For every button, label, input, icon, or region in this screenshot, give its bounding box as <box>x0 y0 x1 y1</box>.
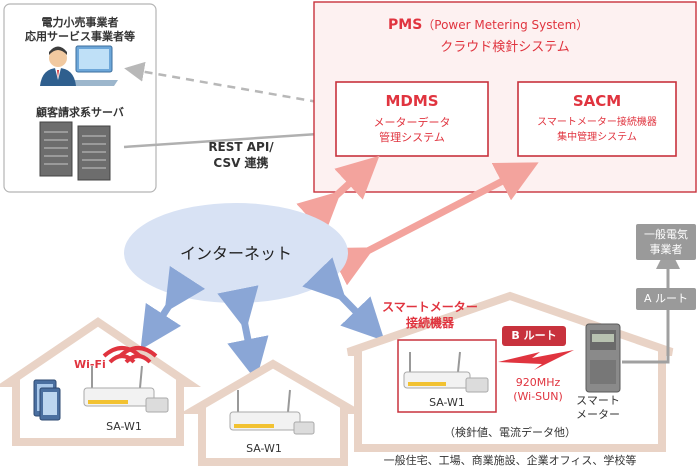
utility-box <box>636 224 696 260</box>
device-label-middle: SA-W1 <box>246 442 282 455</box>
mdms-title: MDMS <box>385 92 439 110</box>
mdms-line2: 管理システム <box>379 131 445 144</box>
pms-subtitle: クラウド検針システム <box>440 40 570 55</box>
operator-label-line1: 電力小売事業者 <box>41 16 119 29</box>
router-icon <box>403 351 489 393</box>
frequency-line1: 920MHz <box>515 376 561 389</box>
mdms-line1: メーターデータ <box>373 116 451 129</box>
utility-line1: 一般電気 <box>644 228 688 241</box>
meter-label-line2: メーター <box>576 408 620 421</box>
operator-label-line2: 応用サービス事業者等 <box>25 30 135 43</box>
connector-title-line2: 接続機器 <box>405 316 454 330</box>
mdms-box <box>335 81 489 157</box>
data-note: （検針値、電流データ他） <box>444 426 576 439</box>
server-label: 顧客請求系サーバ <box>36 106 124 119</box>
internet-label: インターネット <box>179 244 292 263</box>
router-icon <box>83 365 169 413</box>
connector-title-line1: スマートメーター <box>382 300 478 314</box>
pms-title: PMS（Power Metering System） <box>388 16 588 34</box>
sacm-box <box>517 81 677 157</box>
blue-arrows <box>140 257 385 381</box>
sacm-title: SACM <box>572 92 622 110</box>
device-label-right: SA-W1 <box>429 396 465 409</box>
pms-title-main: PMS <box>388 17 423 33</box>
wifi-icon <box>102 346 158 364</box>
dashed-arrow <box>124 61 319 104</box>
device-label-left: SA-W1 <box>106 420 142 433</box>
rest-label-line1: REST API/ <box>208 140 274 154</box>
pms-title-sub: （Power Metering System） <box>422 18 589 32</box>
b-route-label: B ルート <box>511 329 557 342</box>
sacm-line2: 集中管理システム <box>557 132 637 143</box>
a-route-label: A ルート <box>643 292 689 305</box>
a-route-box <box>636 288 696 310</box>
sacm-line1: スマートメーター接続機器 <box>537 117 657 128</box>
tablet-icon <box>33 379 61 421</box>
rest-label-line2: CSV 連携 <box>213 156 269 170</box>
footer-caption: 一般住宅、工場、商業施設、企業オフィス、学校等 <box>383 454 637 467</box>
wireless-signal-icon <box>498 350 574 370</box>
frequency-line2: (Wi-SUN) <box>513 390 563 403</box>
operator-at-pc-icon <box>40 45 118 86</box>
pink-arrows <box>296 155 539 286</box>
b-route-badge <box>502 326 566 346</box>
smart-meter-icon <box>585 323 621 393</box>
router-icon <box>229 389 315 435</box>
wifi-label: Wi-Fi <box>74 358 106 371</box>
rest-connection-line <box>123 132 319 149</box>
utility-line2: 事業者 <box>649 243 683 256</box>
server-rack-icon <box>39 121 111 181</box>
meter-label-line1: スマート <box>576 394 620 407</box>
